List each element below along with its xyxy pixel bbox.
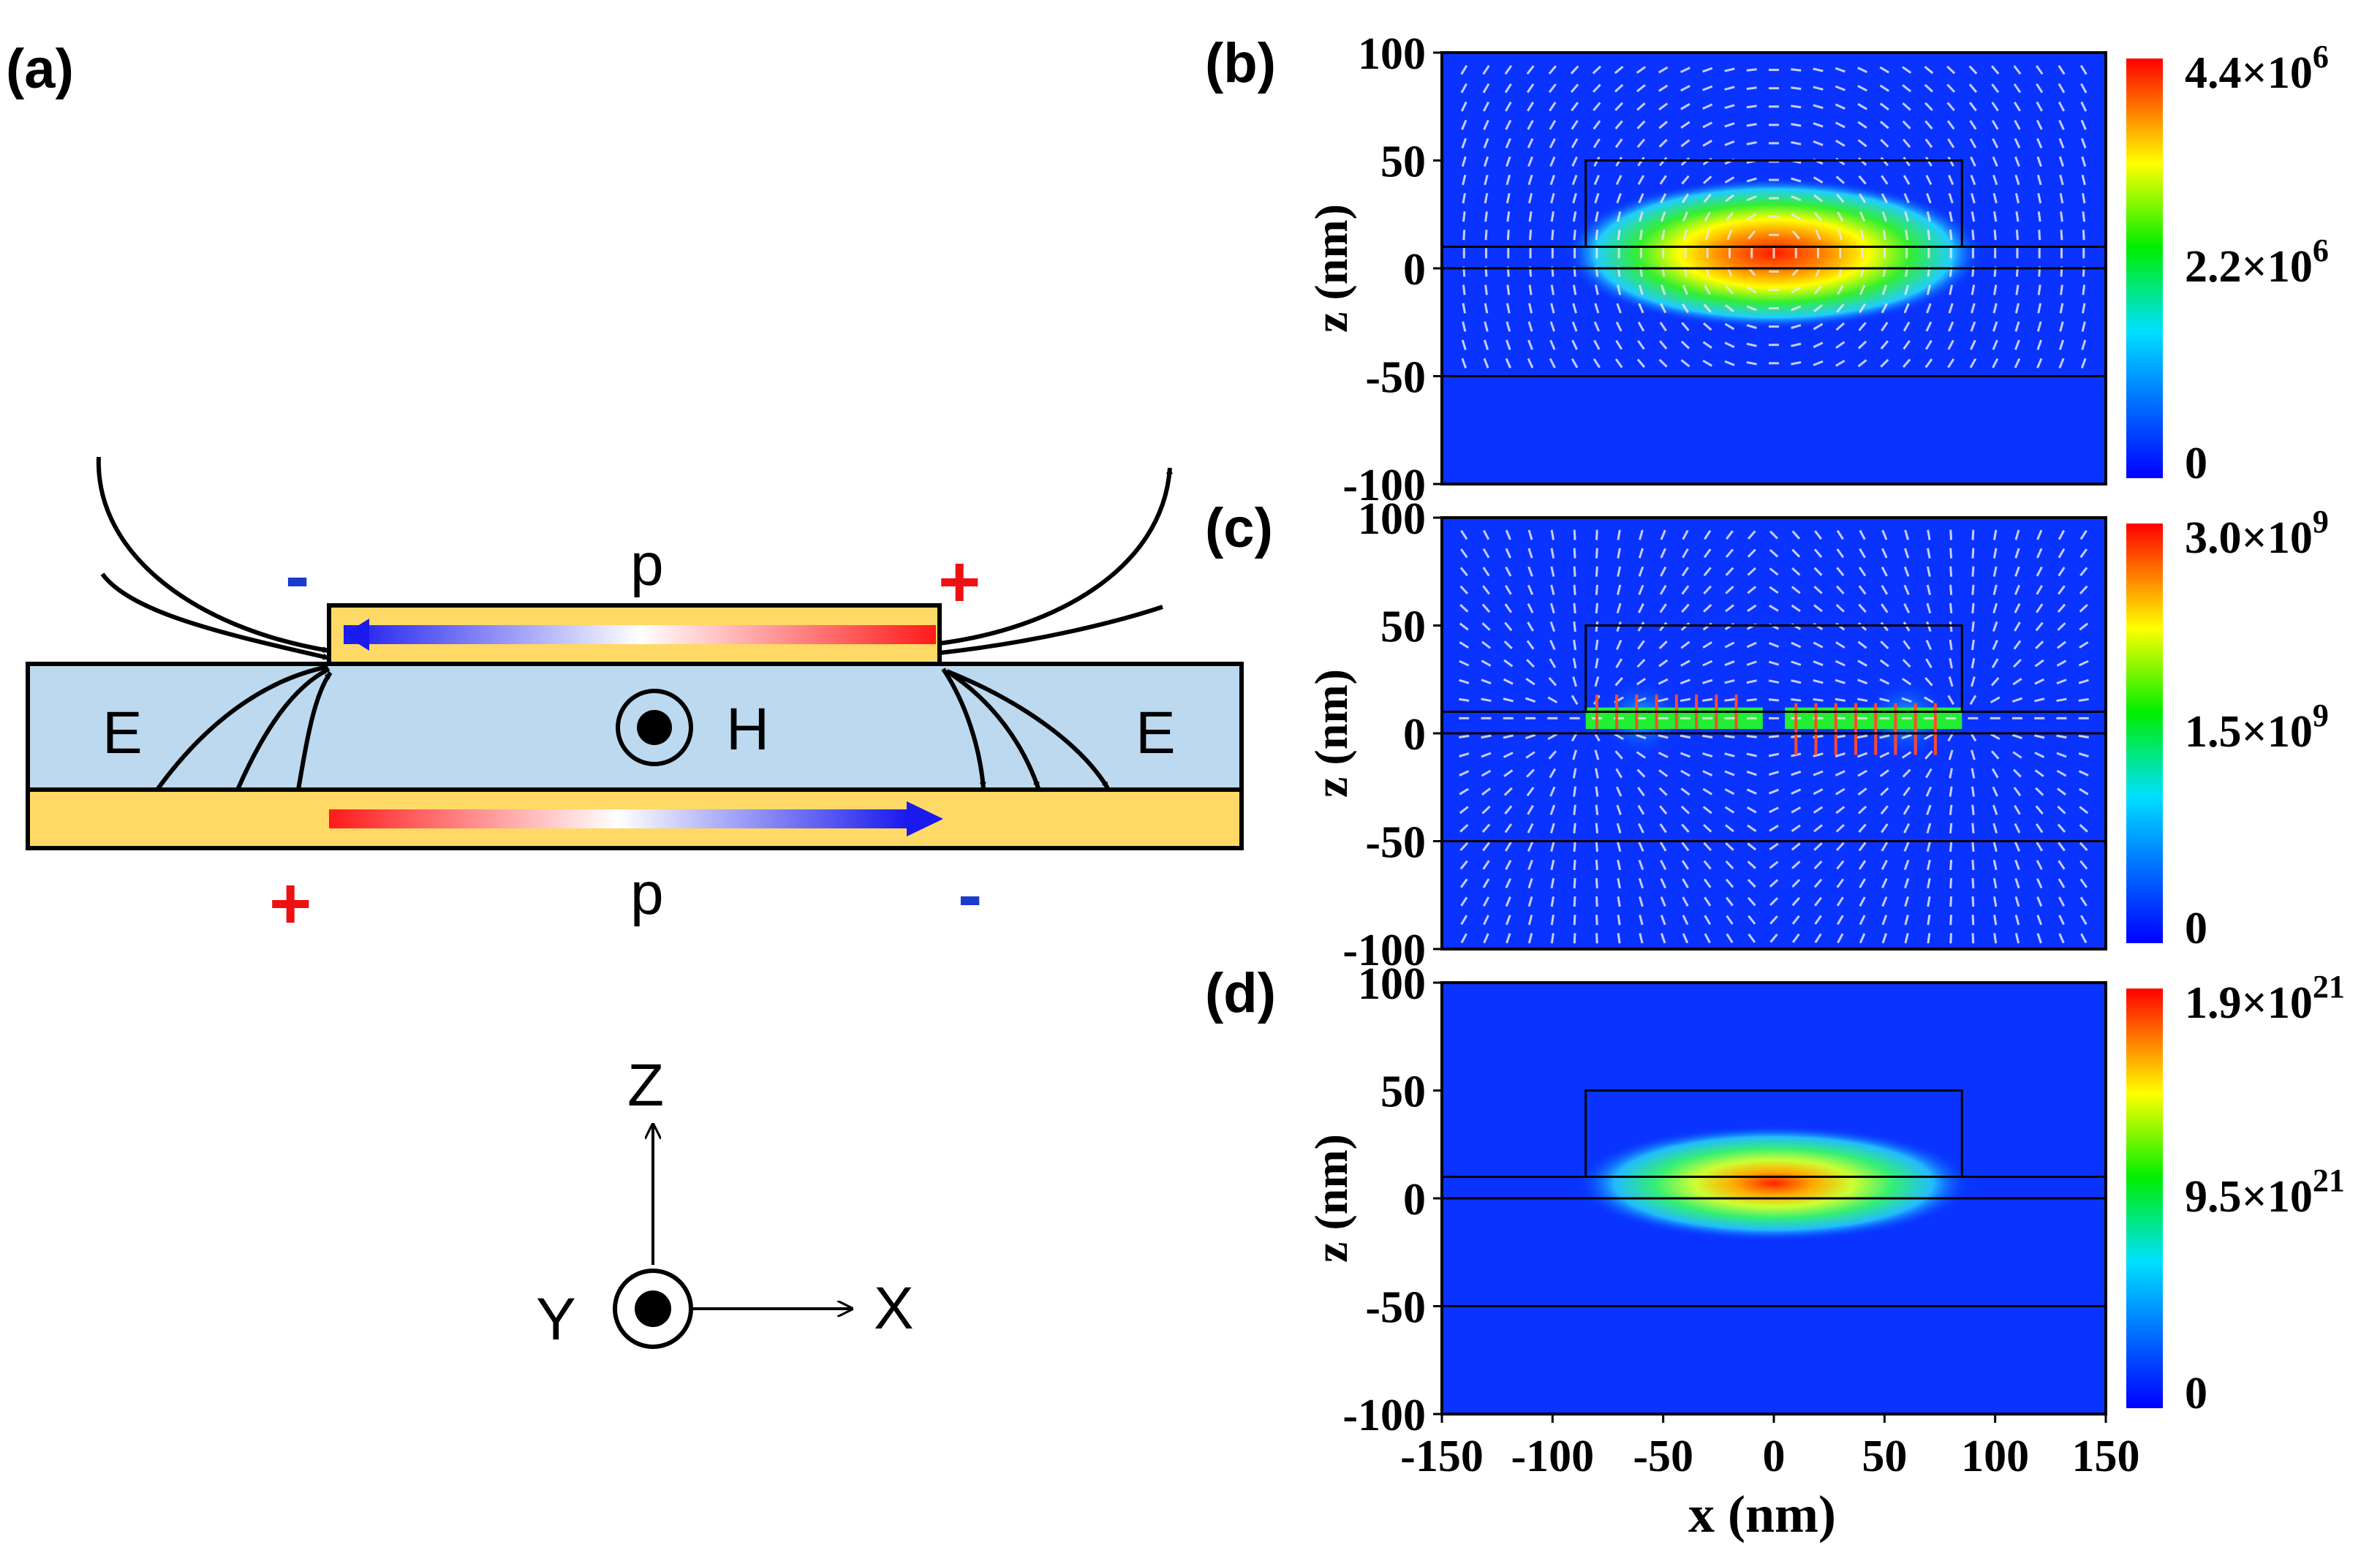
coordinate-axes [613, 1125, 852, 1349]
z-tick-label-d: 50 [1380, 1067, 1426, 1117]
z-tick-label-d: 0 [1403, 1175, 1426, 1225]
panel-label-c: (c) [1205, 497, 1273, 559]
x-tick-label: 100 [1961, 1432, 2029, 1481]
z-tick-label-c: 0 [1403, 710, 1426, 760]
z-tick-label-b: -50 [1365, 353, 1426, 403]
dipole-label-bottom: p [630, 861, 664, 927]
dielectric-layer [26, 662, 1244, 792]
field-map-d: 100 50 0 -50 -100 z (nm) (d) 1.9×1021 9.5×1021 0 [1205, 959, 2345, 1440]
hotspot-d [1574, 1125, 1973, 1241]
colorbar-tick-d: 0 [2185, 1369, 2207, 1418]
z-tick-label-c: -50 [1365, 818, 1426, 868]
panel-label-a: (a) [6, 38, 74, 100]
colorbar-b [2126, 58, 2163, 478]
e-label-left: E [102, 700, 143, 766]
z-axis-label-b: z (nm) [1305, 204, 1357, 333]
axis-z-label: Z [627, 1052, 664, 1119]
field-lines-inner [155, 665, 1110, 791]
vector-field-b [1460, 64, 2088, 368]
colorbar-tick-b: 4.4×106 [2185, 39, 2329, 98]
x-tick-label: -150 [1400, 1432, 1484, 1481]
charge-plus-bottom: + [269, 863, 311, 945]
z-tick-label-c: -100 [1342, 926, 1426, 975]
colorbar-d [2126, 989, 2163, 1408]
colorbar-tick-d: 1.9×1021 [2185, 969, 2345, 1028]
colorbar-tick-c: 3.0×109 [2185, 504, 2329, 563]
z-tick-label-b: -100 [1342, 461, 1426, 510]
axis-y-label: Y [536, 1286, 576, 1353]
z-tick-label-d: 100 [1358, 959, 1426, 1009]
z-tick-label-b: 50 [1380, 137, 1426, 187]
h-field-symbol [616, 689, 693, 766]
field-map-c: 100 50 0 -50 -100 z (nm) (c) 3.0×109 1.5×109 0 [1205, 494, 2329, 975]
panel-label-b: (b) [1205, 32, 1276, 94]
x-tick-label: 150 [2072, 1432, 2140, 1481]
charge-minus-bottom: - [958, 854, 982, 936]
vector-field-c [1459, 529, 2089, 944]
field-map-b: 100 50 0 -50 -100 z (nm) (b) 4.4×106 2.2×106 0 [1205, 29, 2329, 510]
z-tick-label-c: 100 [1358, 494, 1426, 544]
colorbar-c [2126, 524, 2163, 943]
schematic-panel: (a) H E [6, 38, 1244, 1353]
field-lines-top [96, 456, 1173, 660]
z-tick-label-d: -100 [1342, 1391, 1426, 1440]
charge-plus-top: + [938, 541, 981, 623]
x-axis: -150 -100 -50 0 50 100 150 [1400, 1414, 2140, 1481]
x-tick-label: 0 [1763, 1432, 1786, 1481]
z-tick-label-d: -50 [1365, 1283, 1426, 1333]
colorbar-tick-b: 0 [2185, 439, 2207, 488]
z-axis-label-c: z (nm) [1305, 669, 1357, 798]
z-axis-label-d: z (nm) [1305, 1134, 1357, 1263]
bottom-current-arrow [329, 809, 907, 828]
x-tick-label: -50 [1633, 1432, 1693, 1481]
colorbar-tick-b: 2.2×106 [2185, 233, 2329, 292]
dipole-label-top: p [630, 532, 664, 598]
h-label: H [726, 696, 769, 763]
colorbar-tick-c: 1.5×109 [2185, 698, 2329, 757]
x-axis-label: x (nm) [1688, 1485, 1836, 1543]
z-tick-label-b: 0 [1403, 245, 1426, 295]
charge-minus-top: - [285, 535, 309, 617]
z-tick-label-c: 50 [1380, 602, 1426, 652]
axis-x-label: X [874, 1275, 914, 1342]
top-current-arrow [344, 625, 936, 644]
colorbar-tick-d: 9.5×1021 [2185, 1163, 2345, 1222]
x-tick-label: -100 [1511, 1432, 1595, 1481]
panel-label-d: (d) [1205, 962, 1276, 1024]
x-tick-label: 50 [1862, 1432, 1907, 1481]
z-tick-label-b: 100 [1358, 29, 1426, 79]
colorbar-tick-c: 0 [2185, 904, 2207, 953]
e-label-right: E [1136, 700, 1176, 766]
